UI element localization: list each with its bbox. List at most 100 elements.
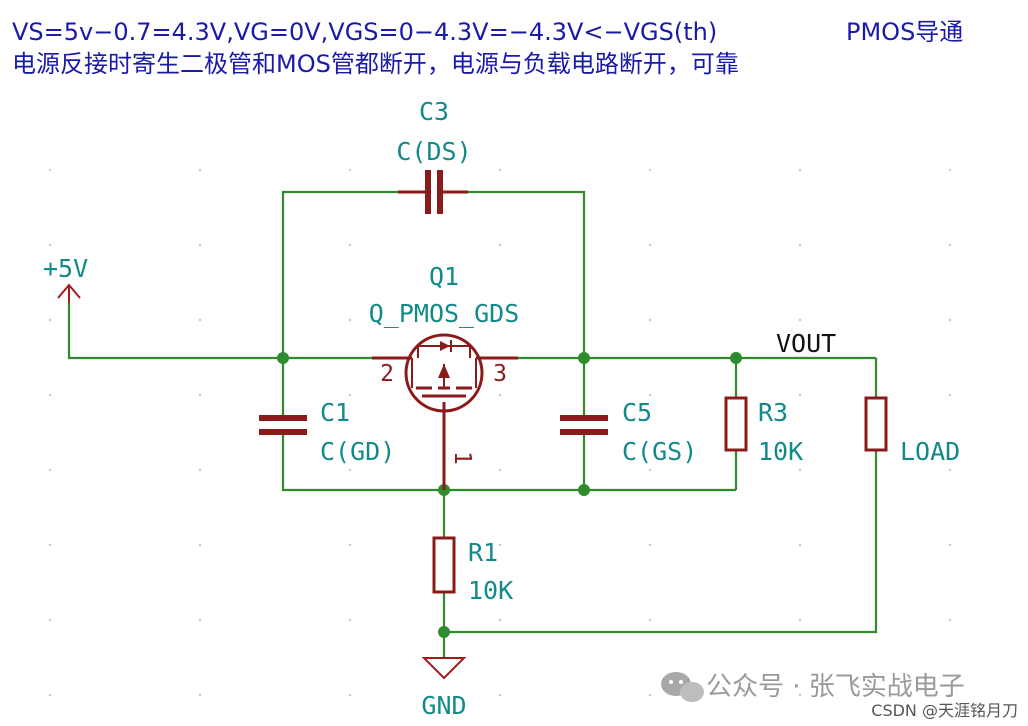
grid-dot (798, 618, 802, 622)
grid-dot (798, 243, 802, 247)
grid-dot (198, 468, 202, 472)
grid-dot (498, 618, 502, 622)
grid-dot (48, 243, 52, 247)
watermark: 公众号 · 张飞实战电子 CSDN @天涯铭月刀 (661, 672, 1018, 720)
power-symbol-5v: +5V (43, 254, 88, 303)
grid-dot (48, 618, 52, 622)
grid-dot (948, 243, 952, 247)
grid-dot (198, 318, 202, 322)
power-5v-arrow (57, 283, 81, 299)
grid-dot (948, 543, 952, 547)
grid-dot (198, 543, 202, 547)
c5-reference: C5 (622, 398, 652, 427)
watermark-channel: 公众号 · 张飞实战电子 (706, 672, 965, 702)
grid-dot (348, 168, 352, 172)
grid-dot (498, 318, 502, 322)
grid-dot (798, 168, 802, 172)
capacitor-c1: C1 C(GD) (259, 398, 395, 466)
grid-dot (648, 693, 652, 697)
grid-dot (198, 618, 202, 622)
q1-pin-source: 2 (380, 361, 394, 387)
wire-ground-load (444, 450, 878, 634)
grid-dot (48, 693, 52, 697)
grid-dot (48, 393, 52, 397)
junction-drain (578, 352, 590, 364)
grid-dot (348, 393, 352, 397)
grid-dot (948, 468, 952, 472)
q1-pin-gate: 1 (449, 451, 475, 465)
wire-c3-right (468, 190, 586, 358)
c5-value: C(GS) (622, 437, 697, 466)
grid-dot (198, 168, 202, 172)
junction-source (277, 352, 289, 364)
grid-dot (498, 543, 502, 547)
grid-dot (948, 168, 952, 172)
grid-dot (648, 543, 652, 547)
net-label-5v: +5V (43, 254, 88, 283)
wire-c3-left (281, 190, 398, 358)
watermark-credit: CSDN @天涯铭月刀 (871, 701, 1018, 720)
grid-dot (48, 543, 52, 547)
q1-pin-drain: 3 (493, 361, 507, 387)
resistor-load: LOAD (864, 396, 960, 466)
ground-symbol: GND (421, 657, 467, 720)
grid-dot (498, 243, 502, 247)
wires (67, 190, 878, 658)
junction-vout (730, 352, 742, 364)
grid-dot (798, 693, 802, 697)
c3-value: C(DS) (396, 137, 471, 166)
grid-dot (948, 693, 952, 697)
c3-reference: C3 (419, 97, 449, 126)
r3-reference: R3 (758, 398, 788, 427)
grid-dot (798, 543, 802, 547)
grid-dot (648, 618, 652, 622)
q1-reference: Q1 (429, 262, 459, 291)
load-reference: LOAD (900, 437, 960, 466)
header-status: PMOS导通 (846, 18, 963, 46)
grid-dot (648, 468, 652, 472)
pmos-q1: 2 3 1 Q1 Q_PMOS_GDS (369, 262, 520, 490)
grid-dot (498, 168, 502, 172)
net-label-vout: VOUT (776, 329, 836, 358)
grid-dot (798, 468, 802, 472)
r3-body (724, 396, 748, 452)
grid-dot (948, 618, 952, 622)
grid-dot (348, 243, 352, 247)
grid-dot (198, 693, 202, 697)
grid-dot (498, 393, 502, 397)
r1-value: 10K (468, 576, 513, 605)
junction-ground (438, 626, 450, 638)
grid-dot (48, 468, 52, 472)
capacitor-c5: C5 C(GS) (560, 398, 697, 466)
header-formula: VS=5v−0.7=4.3V,VG=0V,VGS=0−4.3V=−4.3V<−V… (12, 18, 717, 46)
grid-dot (948, 318, 952, 322)
grid-dot (648, 318, 652, 322)
grid-dot (798, 393, 802, 397)
grid-dots (48, 168, 952, 697)
q1-diode-triangle (440, 341, 450, 351)
grid-dot (798, 318, 802, 322)
wechat-icon (661, 672, 704, 702)
grid-dot (348, 543, 352, 547)
q1-value: Q_PMOS_GDS (369, 299, 520, 328)
grid-dot (648, 243, 652, 247)
grid-dot (198, 393, 202, 397)
grid-dot (348, 693, 352, 697)
junction-c5-gate (578, 484, 590, 496)
grid-dot (48, 168, 52, 172)
header-note: 电源反接时寄生二极管和MOS管都断开，电源与负载电路断开，可靠 (12, 50, 739, 78)
grid-dot (348, 618, 352, 622)
grid-dot (498, 693, 502, 697)
load-body (864, 396, 888, 452)
junctions (277, 352, 742, 638)
resistor-r3: R3 10K (724, 396, 803, 466)
grid-dot (498, 468, 502, 472)
resistor-r1: R1 10K (432, 536, 513, 605)
grid-dot (648, 168, 652, 172)
grid-dot (48, 318, 52, 322)
r1-body (432, 536, 456, 594)
grid-dot (948, 393, 952, 397)
r1-reference: R1 (468, 538, 498, 567)
ground-triangle (421, 657, 467, 680)
